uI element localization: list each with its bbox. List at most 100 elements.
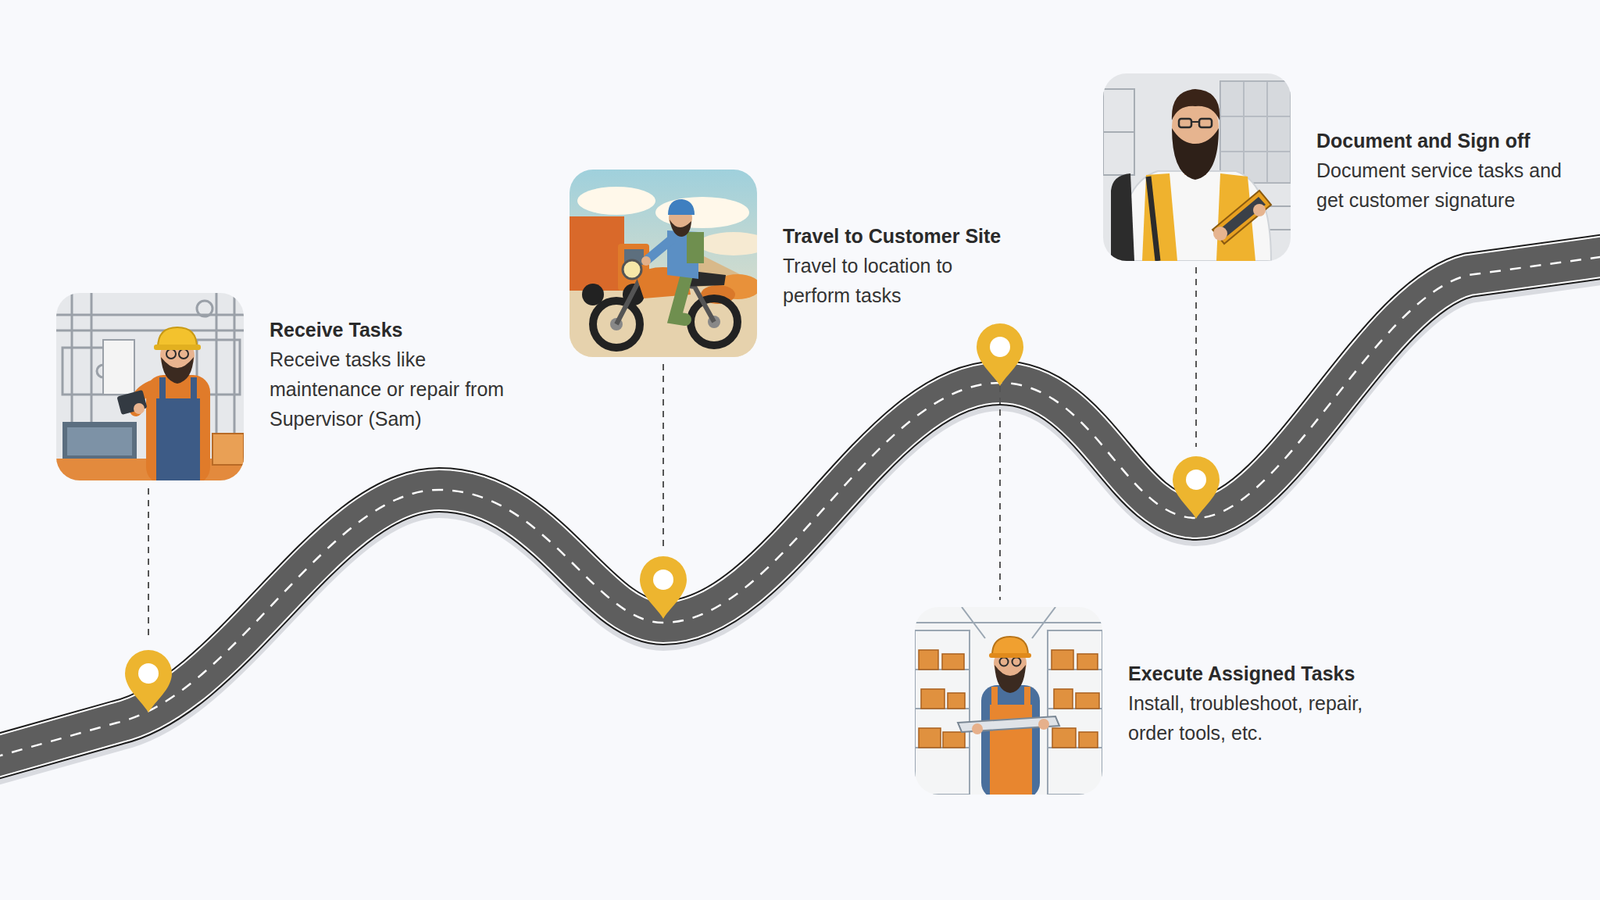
motorcycle-illustration	[667, 199, 695, 215]
motorcycle-illustration	[622, 260, 642, 279]
warehouse-illustration	[971, 723, 983, 735]
worker-illustration	[156, 398, 200, 481]
warehouse-illustration	[914, 607, 1103, 799]
worker-illustration	[190, 377, 197, 401]
warehouse-illustration	[994, 664, 1026, 693]
technician-illustration	[1148, 176, 1158, 261]
step-node: Receive TasksReceive tasks like maintena…	[56, 292, 539, 481]
warehouse-illustration	[961, 607, 986, 639]
worker-illustration	[233, 292, 236, 442]
worker-illustration	[133, 403, 145, 415]
warehouse-illustration	[992, 636, 1029, 656]
technician-illustration	[1178, 118, 1192, 128]
road	[0, 254, 1600, 758]
technician-illustration	[1191, 121, 1200, 123]
motorcycle-illustration	[569, 169, 758, 358]
worker-illustration	[215, 292, 218, 442]
motorcycle-illustration	[569, 216, 625, 291]
worker-illustration	[160, 357, 194, 384]
motorcycle-illustration	[675, 275, 687, 320]
step-description: Install, troubleshoot, repair, order too…	[1128, 688, 1410, 748]
worker-illustration	[56, 292, 244, 481]
technician-illustration	[1199, 118, 1212, 128]
warehouse-illustration	[1075, 692, 1100, 709]
technician-illustration	[1212, 190, 1272, 244]
warehouse-illustration	[991, 686, 998, 708]
warehouse-illustration	[1047, 630, 1103, 795]
worker-illustration	[62, 421, 137, 461]
motorcycle-illustration	[669, 219, 692, 237]
warehouse-illustration	[921, 689, 945, 709]
map-pin	[1185, 469, 1207, 490]
leader-line	[662, 364, 665, 547]
warehouse-illustration	[942, 653, 965, 670]
worker-illustration	[178, 349, 189, 359]
step-heading: Document and Sign off	[1316, 125, 1579, 156]
technician-illustration	[1118, 171, 1272, 261]
warehouse-illustration	[1078, 732, 1098, 748]
motorcycle-illustration	[655, 196, 750, 229]
map-pin	[989, 336, 1011, 358]
worker-illustration	[90, 292, 93, 426]
warehouse-illustration	[1024, 686, 1031, 708]
map-pin	[653, 569, 674, 590]
warehouse-illustration	[942, 732, 965, 748]
road	[0, 254, 1600, 758]
warehouse-illustration	[914, 630, 970, 795]
map-pin	[976, 323, 1024, 386]
warehouse-illustration	[918, 728, 941, 748]
step-description: Receive tasks like maintenance or repair…	[269, 344, 536, 434]
technician-illustration	[1142, 173, 1178, 261]
warehouse-illustration	[1052, 728, 1076, 748]
step-heading: Receive Tasks	[269, 314, 536, 345]
step-node: Execute Assigned TasksInstall, troublesh…	[914, 607, 1413, 795]
technician-illustration	[1103, 73, 1291, 261]
map-pin	[125, 650, 172, 713]
technician-illustration	[1110, 173, 1135, 261]
technician-illustration	[1213, 226, 1228, 241]
warehouse-illustration	[989, 653, 1032, 658]
technician-illustration	[1253, 203, 1266, 217]
map-pin	[138, 663, 159, 684]
technician-illustration	[1220, 81, 1291, 183]
step-text: Document and Sign offDocument service ta…	[1316, 125, 1579, 215]
technician-illustration	[1220, 81, 1291, 183]
motorcycle-illustration	[686, 232, 704, 264]
worker-illustration	[103, 339, 135, 395]
technician-illustration	[1103, 73, 1291, 261]
warehouse-illustration	[947, 692, 965, 709]
road	[0, 254, 1600, 758]
road	[0, 254, 1600, 763]
motorcycle-illustration	[698, 232, 758, 256]
warehouse-illustration	[981, 685, 1040, 795]
map-pin	[639, 556, 687, 619]
leader-line	[1195, 267, 1197, 447]
warehouse-illustration	[1051, 650, 1074, 670]
warehouse-illustration	[1000, 657, 1009, 667]
step-text: Execute Assigned TasksInstall, troublesh…	[1128, 658, 1410, 748]
motorcycle-illustration	[647, 239, 672, 260]
warehouse-illustration	[1053, 689, 1073, 709]
step-heading: Execute Assigned Tasks	[1128, 658, 1410, 689]
step-node: Document and Sign offDocument service ta…	[1103, 73, 1582, 261]
map-pin	[125, 323, 1220, 713]
road	[0, 254, 1600, 758]
map-pin	[976, 323, 1024, 386]
motorcycle-illustration	[641, 256, 651, 266]
warehouse-illustration	[914, 607, 1103, 795]
warehouse-illustration	[914, 621, 1103, 624]
worker-illustration	[159, 377, 166, 401]
step-text: Receive TasksReceive tasks like maintena…	[269, 314, 536, 434]
worker-illustration	[56, 292, 244, 485]
leader-line	[999, 385, 1001, 600]
motorcycle-illustration	[569, 169, 769, 358]
technician-illustration	[1103, 131, 1135, 133]
motorcycle-illustration	[577, 186, 656, 215]
worker-illustration	[116, 389, 147, 415]
step-description: Travel to location to perform tasks	[782, 250, 1018, 311]
worker-illustration	[67, 427, 133, 456]
map-pin	[125, 650, 172, 713]
leader-line	[147, 488, 150, 641]
warehouse-illustration	[1012, 657, 1022, 667]
